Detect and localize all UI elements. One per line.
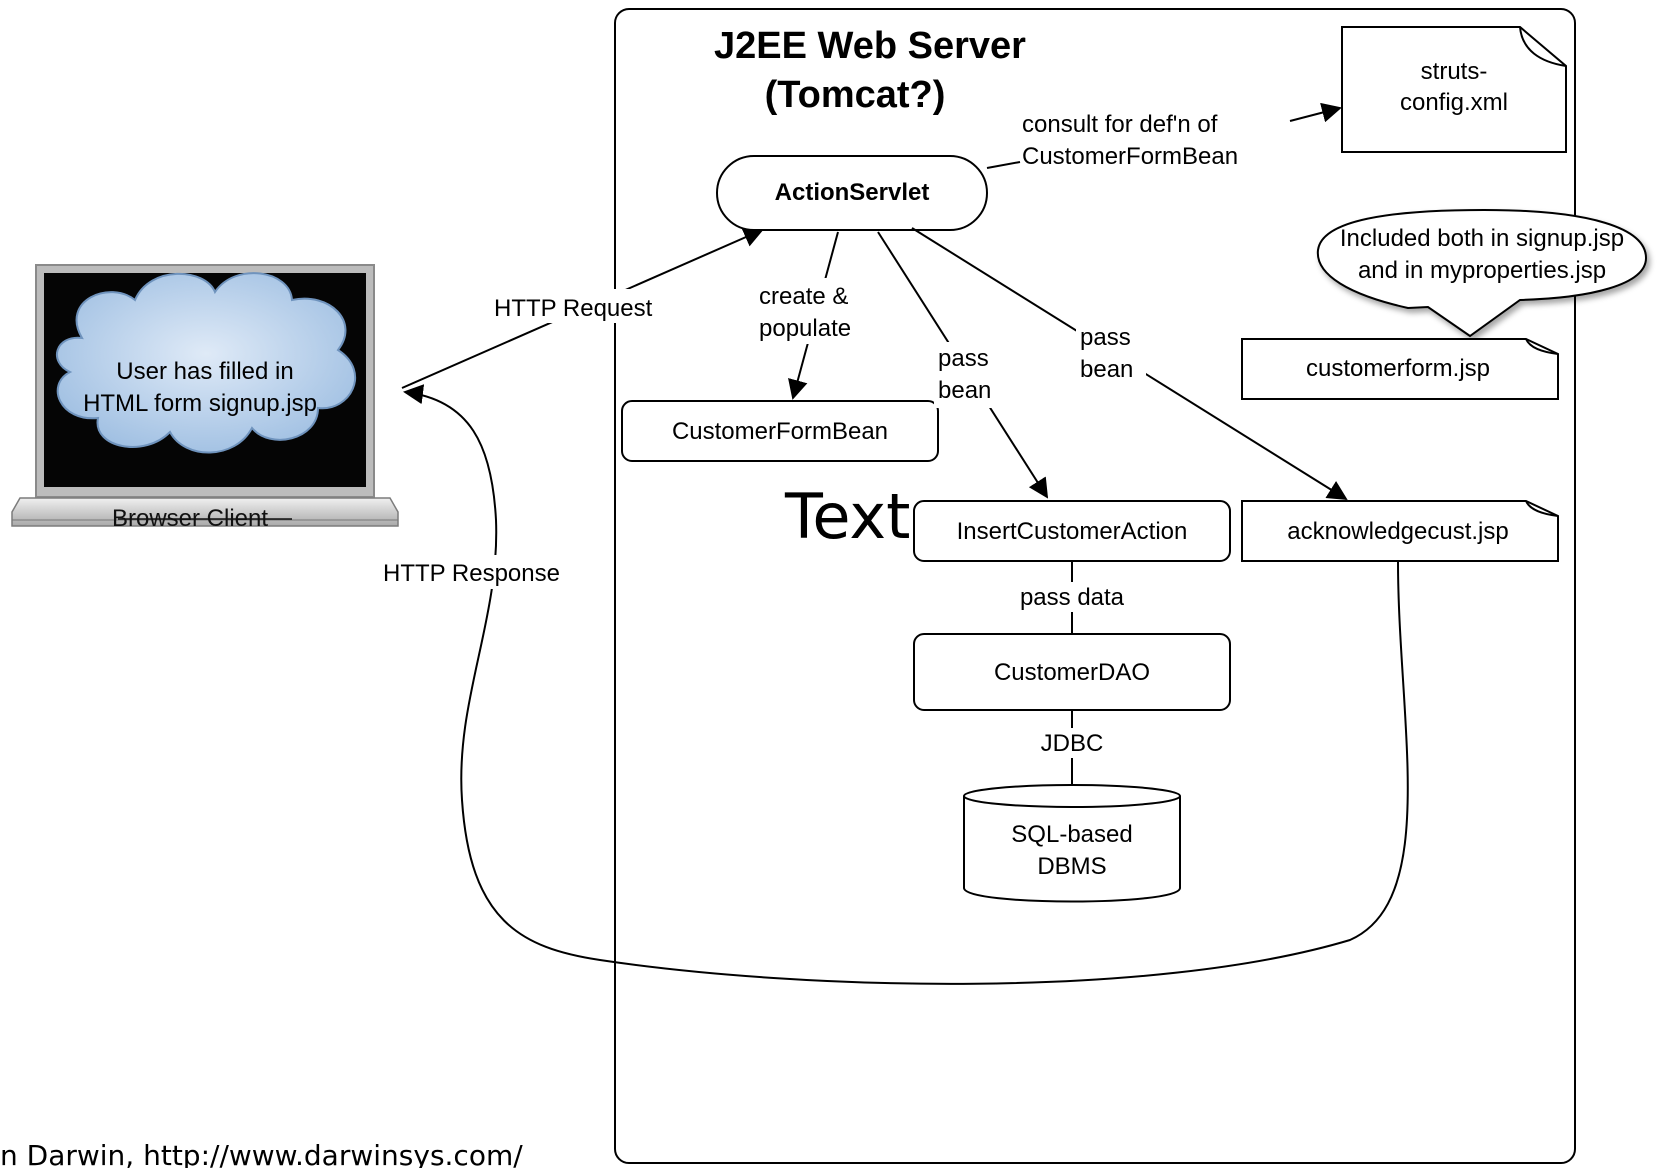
action-servlet-node xyxy=(716,155,988,231)
consult-label-line2: CustomerFormBean xyxy=(1022,143,1238,170)
pass-bean-2-line1: pass xyxy=(1080,324,1131,351)
struts-config-document xyxy=(1341,26,1567,153)
user-input-cloud: User has filled in HTML form signup.jsp xyxy=(56,272,357,454)
consult-label-line1: consult for def'n of xyxy=(1022,111,1218,138)
callout-text-line2: and in myproperties.jsp xyxy=(1358,257,1606,284)
http-request-label: HTTP Request xyxy=(494,295,653,322)
consult-connector xyxy=(986,161,1021,169)
customer-form-bean-label: CustomerFormBean xyxy=(672,418,888,445)
create-label-line1: create & xyxy=(759,283,848,310)
pass-bean-1-line2: bean xyxy=(938,377,991,404)
acknowledgecust-jsp-label: acknowledgecust.jsp xyxy=(1287,518,1508,545)
struts-config-label-line2: config.xml xyxy=(1400,89,1508,116)
customer-dao-label: CustomerDAO xyxy=(994,659,1150,686)
server-title-line1: J2EE Web Server xyxy=(714,25,1026,67)
customerform-jsp-label: customerform.jsp xyxy=(1306,355,1490,382)
pass-bean-2-line2: bean xyxy=(1080,356,1133,383)
callout-text-line1: Included both in signup.jsp xyxy=(1340,225,1624,252)
footer-credit: n Darwin, http://www.darwinsys.com/ xyxy=(0,1139,523,1168)
cloud-text-line2: HTML form signup.jsp xyxy=(83,390,317,417)
http-response-arrow xyxy=(403,384,1409,985)
server-title-line2: (Tomcat?) xyxy=(765,74,946,116)
http-response-label: HTTP Response xyxy=(383,560,560,587)
insert-customer-action-label: InsertCustomerAction xyxy=(957,518,1188,545)
customer-form-bean-node xyxy=(621,400,939,462)
pass-data-label: pass data xyxy=(1020,584,1125,611)
pass-bean-1-line1: pass xyxy=(938,345,989,372)
cloud-text-line1: User has filled in xyxy=(116,358,293,385)
jdbc-label: JDBC xyxy=(1041,730,1104,757)
create-label-line2: populate xyxy=(759,315,851,342)
dbms-label-line1: SQL-based xyxy=(1011,821,1132,848)
consult-arrow xyxy=(1289,102,1342,123)
acknowledgecust-jsp-document xyxy=(1241,500,1559,562)
handwritten-text-annotation: Text xyxy=(784,480,910,553)
customerform-jsp-document xyxy=(1241,338,1559,400)
included-callout xyxy=(1316,208,1648,338)
struts-config-label-line1: struts- xyxy=(1421,58,1488,85)
action-servlet-label: ActionServlet xyxy=(775,179,930,206)
dbms-cylinder xyxy=(963,784,1181,903)
dbms-label-line2: DBMS xyxy=(1037,853,1106,880)
